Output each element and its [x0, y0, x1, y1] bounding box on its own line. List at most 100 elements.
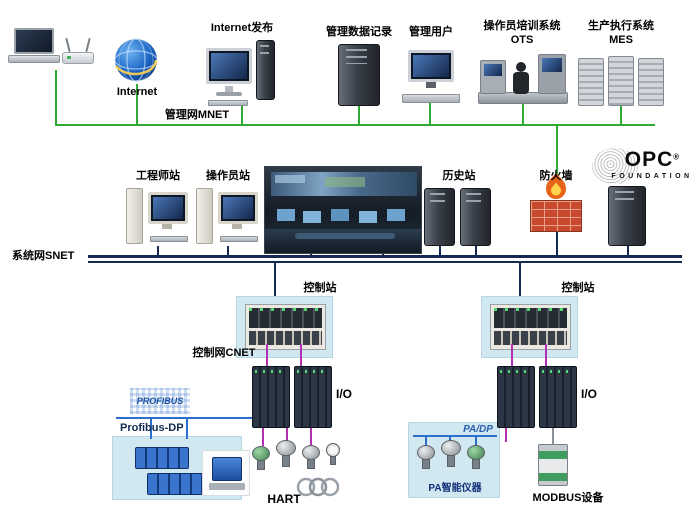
pa-field-panel: PA/DP PA智能仪器 [408, 422, 500, 498]
pc-monitor [206, 48, 252, 84]
operator-station-icon [196, 186, 260, 248]
din-rail [209, 483, 245, 490]
snet-drop-opc [627, 246, 629, 256]
snet-drop-station-right [519, 263, 521, 303]
pa-instruments-label: PA智能仪器 [428, 483, 482, 494]
opc-server-icon [608, 186, 646, 246]
modbus-drop-line [552, 428, 554, 444]
io-left-label: I/O [336, 387, 353, 401]
io-rack-right-a [497, 366, 535, 428]
hart-transmitters [250, 438, 346, 500]
firewall-icon [530, 172, 582, 234]
pa-transmitter [441, 440, 461, 456]
pa-drop-line [475, 437, 477, 446]
profibus-logo: PROFIBUS [130, 388, 190, 414]
brick-wall [530, 200, 582, 232]
mnet-drop-globe [136, 84, 138, 124]
control-station-right-label: 控制站 [561, 282, 595, 294]
fingerprint-texture [592, 148, 638, 184]
mnet-riser-left [55, 70, 57, 124]
hart-label: HART [267, 492, 301, 506]
mgmt-data-record-label: 管理数据记录 [326, 26, 392, 38]
internet-globe-icon [114, 38, 158, 82]
snet-drop-engineer [157, 246, 159, 256]
opc-foundation-text: FOUNDATION [611, 173, 693, 180]
operator-figure [516, 62, 526, 72]
mnet-drop-mes [620, 104, 622, 124]
mgmt-user-computer-icon [402, 50, 460, 104]
hart-transmitter [276, 440, 296, 456]
profibus-bus-line [116, 417, 252, 419]
profibus-logo-text: PROFIBUS [136, 396, 184, 406]
io-field-cable [310, 428, 312, 446]
snet-drop-operator [227, 246, 229, 256]
pa-transmitter-body [447, 455, 455, 467]
pa-transmitter-body [422, 459, 430, 469]
io-rack-left-b [294, 366, 332, 428]
blue-io-module [212, 457, 242, 481]
control-station-left [236, 296, 333, 358]
cnet-cable [511, 344, 513, 368]
history-station-label: 历史站 [442, 170, 476, 182]
io-field-cable [262, 428, 264, 446]
mnet-label: 管理网MNET [164, 109, 230, 121]
ots-title-label: 操作员培训系统 [483, 20, 561, 32]
io-rack-left-a [252, 366, 290, 428]
snet-label: 系统网SNET [12, 250, 75, 262]
snet-drop-history-b [475, 246, 477, 256]
snet-drop-firewall [556, 232, 558, 256]
internet-publish-computer-icon [206, 40, 278, 106]
profibus-io-modules [135, 447, 189, 469]
pa-transmitter-body [472, 459, 480, 469]
wireless-ap-icon [62, 36, 94, 68]
history-servers-icon [424, 186, 494, 246]
pc-tower [256, 40, 275, 100]
operator-station-label: 操作员站 [206, 170, 250, 182]
mnet-drop-firewall [556, 126, 558, 178]
profibus-dp-label: Profibus-DP [120, 422, 184, 434]
mgmt-user-label: 管理用户 [409, 26, 453, 38]
controller-rack [245, 304, 326, 350]
io-module-card [202, 450, 250, 496]
opc-reg-mark: ® [673, 152, 680, 162]
engineer-station-label: 工程师站 [136, 170, 180, 182]
ots-abbr-label: OTS [510, 34, 534, 46]
mes-title-label: 生产执行系统 [588, 20, 654, 32]
mes-abbr-label: MES [609, 34, 633, 46]
snet-drop-history-a [439, 246, 441, 256]
mnet-drop-datarecord [358, 104, 360, 124]
profibus-drop-line [186, 419, 188, 439]
mgmt-data-server-icon [338, 44, 380, 106]
pa-drop-line [425, 437, 427, 446]
control-room-photo [264, 166, 422, 254]
pa-transmitter [467, 445, 485, 460]
cnet-label: 控制网CNET [192, 347, 256, 359]
pa-bus-line [413, 435, 497, 437]
pa-transmitter [417, 445, 435, 460]
flame-icon [546, 172, 566, 199]
hart-transmitter [302, 445, 320, 460]
hart-transmitter [252, 446, 270, 461]
mnet-drop-publish [241, 100, 243, 124]
ots-console-icon [476, 52, 570, 106]
snet-drop-station-left [274, 263, 276, 303]
io-rack-right-b [539, 366, 577, 428]
snet-bus-line-a [88, 255, 682, 258]
control-station-right [481, 296, 578, 358]
io-right-label: I/O [581, 387, 598, 401]
opc-logo-text: OPC [624, 148, 674, 171]
pa-dp-label: PA/DP [463, 424, 493, 435]
keyboard [208, 100, 248, 106]
mnet-drop-mgmtuser [429, 102, 431, 124]
modbus-label: MODBUS设备 [532, 492, 604, 504]
controller-rack [490, 304, 571, 350]
mnet-bus-line [55, 124, 655, 126]
profibus-io-modules [147, 473, 205, 495]
pc-monitor [408, 50, 454, 82]
profibus-drop-line [150, 419, 152, 439]
laptop-icon [8, 28, 60, 68]
mes-racks-icon [578, 56, 666, 106]
pressure-gauge [326, 443, 340, 457]
pressure-gauge-body [330, 456, 336, 465]
